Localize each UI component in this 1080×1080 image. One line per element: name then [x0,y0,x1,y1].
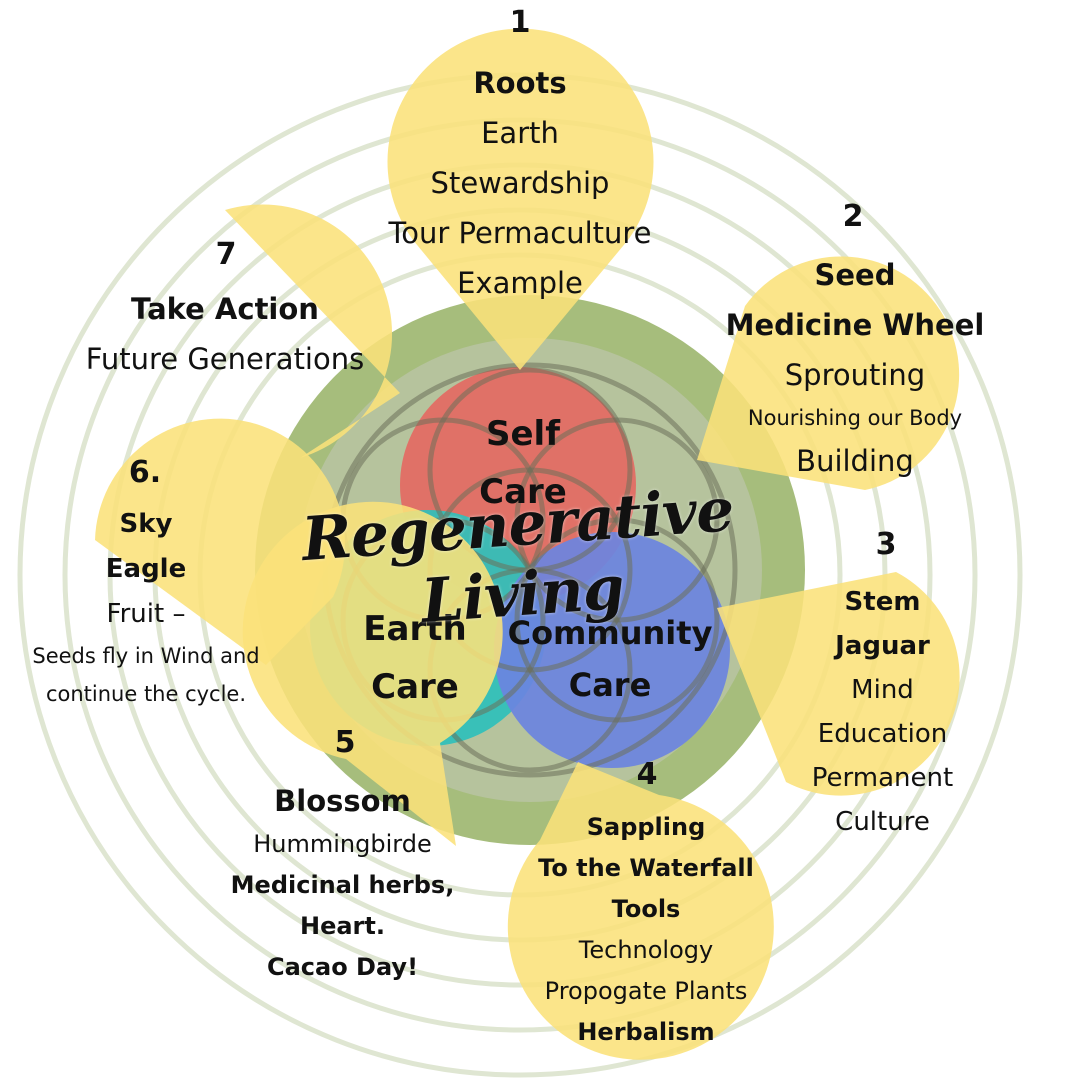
petal-5-text: Blossom Hummingbirde Medicinal herbs, He… [205,778,480,988]
petal-3-name: Stem [844,587,921,617]
petal-5-number: 5 [334,725,356,760]
petal-4-line: Technology [578,936,714,964]
petal-3-line: Permanent [811,763,954,793]
petal-1-line: Stewardship [430,166,610,200]
petal-1-text: Roots Earth Stewardship Tour Permacultur… [350,58,690,308]
petal-1-line: Example [457,266,583,300]
petal-2-line: Nourishing our Body [747,406,963,430]
self-care-line-2: Care [479,472,567,512]
petal-7-name: Take Action [131,292,319,326]
petal-3-line: Culture [835,807,930,837]
petal-sapling [507,762,774,1060]
petal-4-text: Sappling To the Waterfall Tools Technolo… [515,807,777,1053]
petal-4-name: Sappling [586,813,706,841]
earth-care-line-1: Earth [363,609,467,649]
petal-6-number: 6. [128,455,162,490]
petal-5-line: Cacao Day! [266,953,419,981]
petal-1-number: 1 [509,5,531,40]
petal-6-name: Eagle [105,554,187,584]
community-care-line-1: Community [507,614,713,652]
petal-2-text: Seed Medicine Wheel Sprouting Nourishing… [695,250,1015,486]
petal-stem [717,572,960,796]
petal-2-name: Seed [814,258,896,292]
petal-6-text: Sky Eagle Fruit – Seeds fly in Wind and … [15,502,277,713]
petal-6-line: Seeds fly in Wind and [32,644,260,668]
petal-4-line: To the Waterfall [538,854,754,882]
petal-roots [387,28,654,371]
petal-action [225,204,400,458]
petal-4-line: Tools [611,895,681,923]
self-care-line-1: Self [486,414,560,454]
petal-3-text: Stem Jaguar Mind Education Permanent Cul… [770,580,995,844]
petal-2-line: Building [796,444,914,478]
petal-6-line: continue the cycle. [45,682,247,706]
self-care-label: Self Care [438,405,608,521]
petal-4-line: Propogate Plants [544,977,748,1005]
petal-5-line: Hummingbirde [253,830,432,858]
petal-1-name: Roots [473,66,567,100]
petal-4-line: Herbalism [577,1018,715,1046]
petal-7-line: Future Generations [85,342,365,376]
community-care-label: Community Care [505,607,715,711]
petal-7-text: Take Action Future Generations [70,284,380,384]
petal-6-name: Sky [119,509,173,539]
petal-3-line: Mind [851,675,914,705]
petal-5-line: Heart. [300,912,385,940]
petal-5-name: Blossom [274,784,411,818]
earth-care-line-2: Care [371,667,459,707]
petal-2-line: Sprouting [784,358,926,392]
petal-5-line: Medicinal herbs, [230,871,455,899]
petal-seed [697,256,960,490]
petal-2-number: 2 [842,199,864,234]
petal-6-line: Fruit – [106,599,186,629]
petal-3-number: 3 [875,527,897,562]
community-care-line-2: Care [568,666,652,704]
earth-care-label: Earth Care [330,600,500,716]
petal-1-line: Tour Permaculture [388,216,652,250]
community-care-circle [494,532,730,768]
petal-sky [95,418,345,665]
petal-2-name: Medicine Wheel [725,308,985,342]
petal-1-line: Earth [481,116,559,150]
petal-3-line: Education [817,719,948,749]
petal-3-name: Jaguar [835,631,930,661]
petal-4-number: 4 [636,757,658,792]
petal-7-number: 7 [215,237,237,272]
